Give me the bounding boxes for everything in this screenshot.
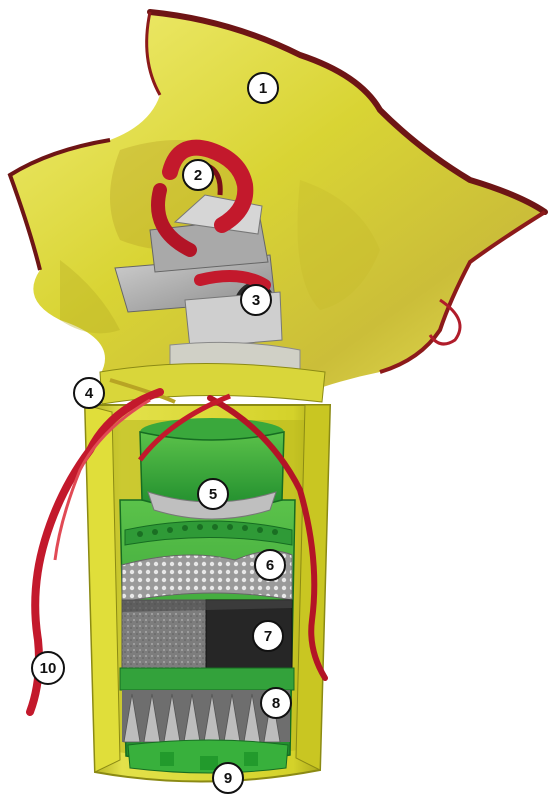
callout-label: 3 xyxy=(252,292,260,309)
callout-label: 5 xyxy=(209,486,217,503)
callout-label: 8 xyxy=(272,695,280,712)
callout-8: 8 xyxy=(261,688,291,718)
callout-7: 7 xyxy=(253,621,283,651)
callout-9: 9 xyxy=(213,763,243,793)
callout-label: 2 xyxy=(194,167,202,184)
callout-5: 5 xyxy=(198,479,228,509)
callout-label: 1 xyxy=(259,80,267,97)
callout-label: 10 xyxy=(40,660,57,677)
callout-label: 6 xyxy=(266,557,274,574)
callout-10: 10 xyxy=(32,652,64,684)
callout-4: 4 xyxy=(74,378,104,408)
callout-2: 2 xyxy=(183,160,213,190)
callout-label: 4 xyxy=(85,385,94,402)
callout-6: 6 xyxy=(255,550,285,580)
callout-label: 7 xyxy=(264,628,272,645)
divider-plate xyxy=(120,668,294,690)
callout-3: 3 xyxy=(241,285,271,315)
bottom-valve xyxy=(128,740,288,773)
callout-label: 9 xyxy=(224,770,232,787)
callout-1: 1 xyxy=(248,73,278,103)
